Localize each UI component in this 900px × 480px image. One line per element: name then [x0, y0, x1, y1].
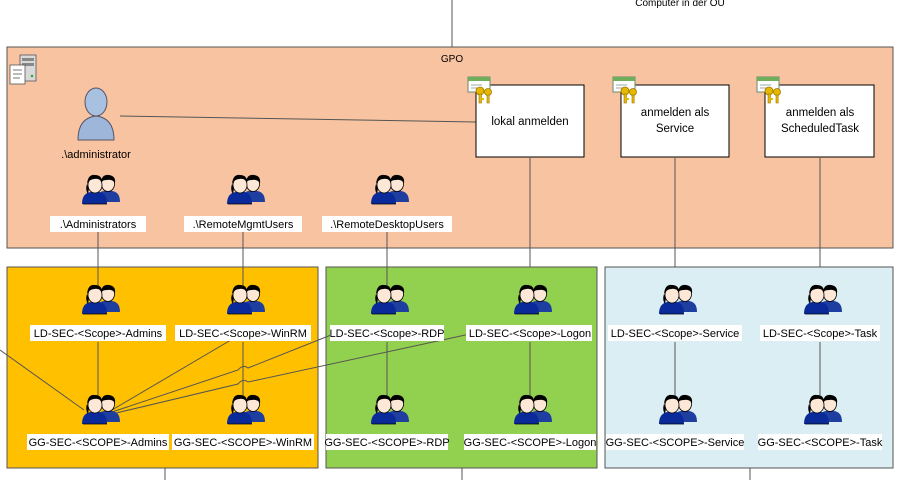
local-group-label: .\Administrators — [60, 219, 137, 231]
label-chips — [27, 216, 882, 450]
membership-connectors — [0, 232, 821, 480]
local-group-label: .\RemoteMgmtUsers — [193, 219, 294, 231]
ld-group-label: LD-SEC-<Scope>-Service — [611, 328, 739, 340]
policy-label-line1: anmelden als — [641, 107, 710, 119]
ld-group-label: LD-SEC-<Scope>-Logon — [469, 328, 591, 340]
gg-group-label: GG-SEC-<SCOPE>-Service — [606, 437, 745, 449]
gg-group-label: GG-SEC-<SCOPE>-Task — [758, 437, 883, 449]
policy-lokal-anmelden: lokal anmelden — [467, 76, 585, 158]
gpo-title: GPO — [441, 54, 463, 65]
ld-group-label: LD-SEC-<Scope>-RDP — [330, 328, 445, 340]
ld-group-label: LD-SEC-<Scope>-Task — [763, 328, 878, 340]
policy-anmelden-als-service: anmelden als Service — [612, 76, 730, 158]
administrator-label: .\administrator — [61, 149, 131, 161]
server-icon — [9, 54, 37, 85]
policy-anmelden-als-scheduledtask: anmelden als ScheduledTask — [756, 76, 875, 158]
gg-group-label: GG-SEC-<SCOPE>-Admins — [29, 437, 168, 449]
user-icon — [77, 87, 115, 141]
gg-group-label: GG-SEC-<SCOPE>-RDP — [324, 437, 449, 449]
policy-label-line2: ScheduledTask — [781, 123, 859, 135]
local-group-label: .\RemoteDesktopUsers — [330, 219, 444, 231]
policy-label-line2: Service — [656, 123, 694, 135]
gg-group-label: GG-SEC-<SCOPE>-WinRM — [174, 437, 312, 449]
ld-group-label: LD-SEC-<Scope>-Admins — [34, 328, 163, 340]
gg-group-label: GG-SEC-<SCOPE>-Logon — [464, 437, 597, 449]
ld-group-label: LD-SEC-<Scope>-WinRM — [179, 328, 307, 340]
top-caption: Computer in der OU — [635, 0, 724, 9]
gpo-panel — [6, 46, 894, 249]
policy-label-line1: lokal anmelden — [491, 116, 568, 128]
policy-label-line1: anmelden als — [786, 107, 855, 119]
